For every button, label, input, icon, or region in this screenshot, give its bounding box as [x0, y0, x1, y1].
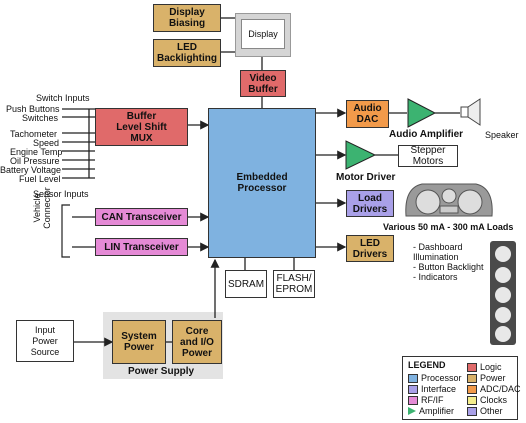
temperature-icon: [495, 287, 511, 303]
sdram-block: SDRAM: [225, 270, 267, 298]
led-drivers-block: LED Drivers: [346, 235, 394, 262]
headlight-icon: [495, 267, 511, 283]
legend-item-amplifier: Amplifier: [408, 406, 454, 416]
led-backlighting-block: LED Backlighting: [153, 39, 221, 67]
battery-voltage-label: Battery Voltage: [0, 165, 62, 175]
system-power-block: System Power: [112, 320, 166, 364]
led-uses-label: - Dashboard Illumination - Button Backli…: [413, 242, 484, 282]
legend-label: Interface: [421, 384, 457, 394]
audio-amplifier-label: Audio Amplifier: [389, 129, 464, 140]
vehicle-connector-label: Vehicle Connector: [32, 187, 52, 229]
legend: LEGEND Processor Interface RF/IF Amplifi…: [402, 356, 521, 420]
legend-swatch: [467, 384, 477, 394]
legend-item-clocks: Clocks: [467, 395, 507, 405]
oil-can-icon: [495, 246, 511, 262]
load-drivers-block: Load Drivers: [346, 190, 394, 217]
sensor-inputs-label: Sensor Inputs: [33, 189, 89, 199]
engine-temp-label: Engine Temp: [10, 147, 63, 157]
lin-transceiver-block: LIN Transceiver: [95, 238, 188, 256]
fuel-icon: [495, 307, 511, 323]
can-transceiver-block: CAN Transceiver: [95, 208, 188, 226]
tachometer-label: Tachometer: [10, 129, 58, 139]
legend-item-other: Other: [467, 406, 503, 416]
legend-swatch: [467, 395, 477, 405]
speaker-label: Speaker: [485, 130, 519, 140]
legend-label: Other: [480, 406, 503, 416]
legend-swatch: [467, 362, 477, 372]
legend-label: Clocks: [480, 395, 508, 405]
legend-swatch: [408, 395, 418, 405]
legend-swatch: [408, 373, 418, 383]
legend-label: RF/IF: [421, 395, 444, 405]
motor-driver-label: Motor Driver: [336, 172, 396, 183]
legend-item-adc-dac: ADC/DAC: [467, 384, 521, 394]
switches-label: Switches: [22, 113, 59, 123]
display-biasing-block: Display Biasing: [153, 4, 221, 32]
legend-swatch: [408, 384, 418, 394]
flash-eprom-block: FLASH/ EPROM: [273, 270, 315, 298]
legend-label: Processor: [421, 373, 462, 383]
speaker-icon: [460, 98, 481, 126]
core-io-power-block: Core and I/O Power: [172, 320, 222, 364]
input-power-source-block: Input Power Source: [16, 320, 74, 362]
legend-label: Amplifier: [419, 406, 455, 416]
legend-label: Power: [480, 373, 506, 383]
legend-label: Logic: [480, 362, 502, 372]
dashboard-gauge-icon: [405, 183, 493, 217]
buffer-level-shift-mux-block: Buffer Level Shift MUX: [95, 108, 188, 146]
legend-amplifier-icon: [408, 407, 416, 415]
speed-label: Speed: [33, 138, 60, 148]
legend-item-rf-if: RF/IF: [408, 395, 444, 405]
display-screen: Display: [241, 19, 285, 49]
hazard-icon: [495, 326, 511, 342]
fuel-level-label: Fuel Level: [19, 174, 61, 184]
legend-label: ADC/DAC: [480, 384, 521, 394]
display-block: Display: [235, 13, 291, 57]
legend-swatch: [467, 406, 477, 416]
legend-item-power: Power: [467, 373, 506, 383]
legend-item-interface: Interface: [408, 384, 456, 394]
legend-title: LEGEND: [408, 360, 446, 370]
power-supply-label: Power Supply: [128, 366, 195, 377]
push-buttons-label: Push Buttons: [6, 104, 60, 114]
audio-dac-block: Audio DAC: [346, 100, 389, 128]
stepper-motors-block: Stepper Motors: [398, 145, 458, 167]
oil-pressure-label: Oil Pressure: [10, 156, 60, 166]
legend-swatch: [467, 373, 477, 383]
legend-item-processor: Processor: [408, 373, 462, 383]
vehicle-connector-bracket: [61, 204, 70, 258]
legend-item-logic: Logic: [467, 362, 502, 372]
indicator-icon-column: [490, 241, 516, 345]
switch-inputs-label: Switch Inputs: [36, 93, 90, 103]
video-buffer-block: Video Buffer: [240, 70, 286, 97]
loads-label: Various 50 mA - 300 mA Loads: [383, 222, 514, 232]
embedded-processor-block: Embedded Processor: [208, 108, 316, 258]
